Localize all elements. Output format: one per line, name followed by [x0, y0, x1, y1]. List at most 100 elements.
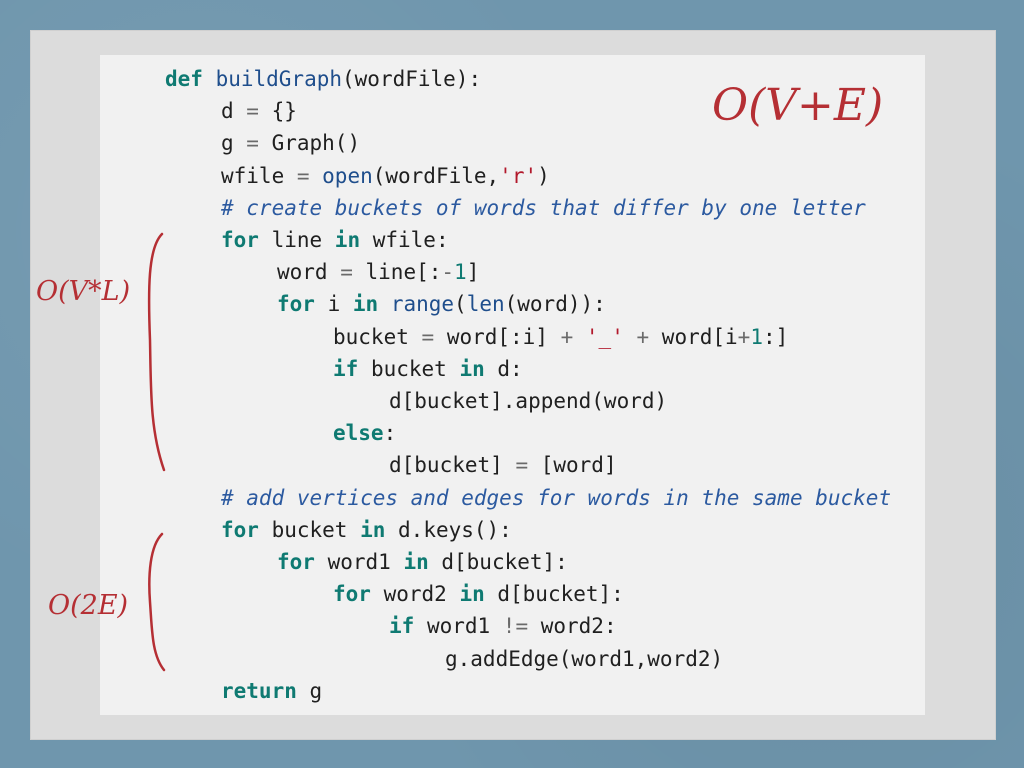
code-token: '_' [585, 324, 624, 349]
code-token: != [502, 614, 541, 639]
code-token: # add vertices and edges for words in th… [221, 485, 892, 510]
code-token: if [389, 614, 427, 639]
code-token: = [246, 131, 272, 156]
code-line: wfile = open(wordFile,'r') [221, 160, 550, 192]
code-token: return [221, 678, 310, 703]
code-token: d[bucket]: [497, 582, 624, 607]
code-token: else [333, 421, 384, 446]
code-line: word = line[:-1] [277, 256, 479, 288]
code-token: ( [454, 292, 467, 317]
code-token: in [334, 228, 373, 252]
code-line: if bucket in d: [333, 353, 523, 385]
code-token: ] [466, 260, 480, 285]
code-token: word1 [426, 614, 503, 639]
code-token: bucket [370, 356, 460, 381]
code-token: [word] [540, 453, 617, 478]
code-line: d[bucket].append(word) [389, 385, 667, 417]
code-token: d [221, 99, 247, 124]
code-token: 1 [454, 260, 467, 285]
code-token: bucket [333, 324, 422, 349]
code-token: word2: [540, 614, 617, 639]
code-token: def [165, 67, 216, 91]
code-panel: def buildGraph(wordFile):d = {}g = Graph… [100, 55, 925, 715]
code-line: g.addEdge(word1,word2) [445, 643, 723, 675]
code-token: 1 [750, 324, 763, 349]
code-token: for [221, 517, 272, 542]
code-line: return g [221, 675, 322, 707]
code-line: for word2 in d[bucket]: [333, 578, 624, 610]
code-line: for line in wfile: [221, 224, 449, 256]
code-token: i [327, 292, 353, 317]
code-line: for bucket in d.keys(): [221, 514, 512, 546]
code-token: buildGraph [215, 67, 343, 91]
code-token: range [390, 292, 455, 317]
code-token: open [322, 163, 373, 188]
code-token: : [383, 421, 397, 446]
code-line: if word1 != word2: [389, 610, 617, 642]
code-token: = [246, 99, 272, 124]
code-token: Graph() [271, 131, 361, 156]
code-token: in [459, 582, 498, 607]
code-token: for [277, 550, 328, 574]
code-token: - [441, 260, 455, 285]
code-line: # create buckets of words that differ by… [221, 192, 866, 224]
complexity-loop2-note: O(2E) [48, 590, 129, 621]
code-token: g.addEdge(word1,word2) [445, 646, 724, 671]
code-token: {} [271, 99, 297, 124]
code-token: for [333, 582, 384, 607]
code-line: for word1 in d[bucket]: [277, 546, 568, 578]
code-token: word2 [383, 582, 460, 607]
code-token: 'r' [499, 163, 538, 188]
code-token: + [737, 324, 751, 349]
loop2-brace [148, 532, 166, 672]
code-line: g = Graph() [221, 127, 360, 159]
code-token: word[i [661, 324, 738, 349]
code-token: if [333, 356, 371, 381]
code-token [624, 325, 637, 349]
code-token: line[: [365, 260, 442, 285]
code-token: g [221, 131, 247, 156]
code-token: d[bucket].append(word) [389, 389, 668, 413]
code-token: word1 [327, 550, 404, 574]
code-token: (wordFile, [372, 163, 500, 188]
code-token: bucket [271, 517, 361, 542]
code-token: len [466, 292, 505, 317]
code-token: d[bucket]: [441, 550, 568, 574]
code-token: ) [537, 163, 550, 188]
code-token: in [352, 292, 391, 317]
code-token: word[:i] [446, 324, 561, 349]
code-token: = [340, 260, 366, 285]
code-token: in [459, 356, 498, 381]
complexity-total-note: O(V+E) [712, 80, 884, 131]
code-token: + [560, 324, 586, 349]
code-token: + [636, 324, 662, 349]
code-line: bucket = word[:i] + '_' + word[i+1:] [333, 321, 788, 353]
code-token: wfile [221, 163, 297, 188]
code-line: def buildGraph(wordFile): [165, 63, 481, 95]
code-line: d[bucket] = [word] [389, 449, 617, 481]
loop1-brace [147, 232, 166, 472]
code-token: = [296, 163, 323, 188]
complexity-loop1-note: O(V*L) [36, 276, 131, 307]
code-token: (word)): [504, 292, 606, 317]
code-token: (wordFile): [342, 67, 482, 91]
code-token: d: [497, 356, 523, 381]
code-token: d[bucket] [389, 453, 516, 478]
code-token: in [403, 550, 442, 574]
code-token: line [271, 228, 335, 252]
code-token: word [277, 260, 341, 285]
code-token: :] [762, 324, 789, 349]
code-token: wfile: [372, 228, 449, 252]
code-line: else: [333, 417, 396, 449]
code-line: for i in range(len(word)): [277, 288, 606, 320]
code-token: for [277, 292, 328, 317]
code-token: = [515, 453, 541, 478]
code-token: # create buckets of words that differ by… [221, 195, 866, 220]
code-token: for [221, 228, 272, 252]
code-token: d.keys(): [398, 517, 512, 542]
code-line: d = {} [221, 95, 297, 127]
code-token: = [421, 324, 447, 349]
code-token: g [309, 678, 323, 703]
code-token: in [360, 517, 399, 542]
code-line: # add vertices and edges for words in th… [221, 482, 891, 514]
